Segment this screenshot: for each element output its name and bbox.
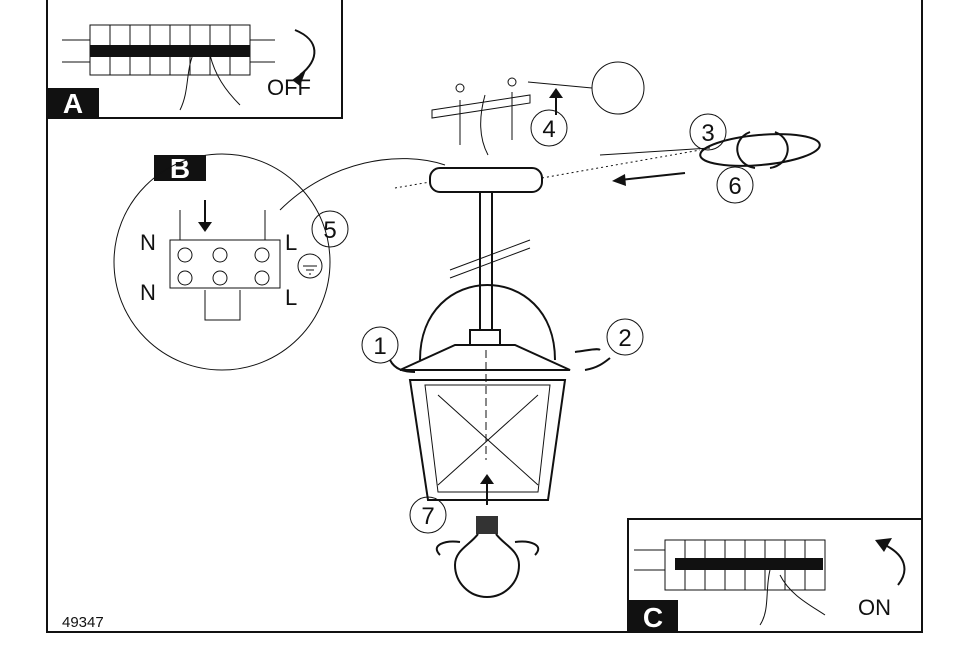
light-bulb	[435, 516, 540, 598]
panel-c: C ON	[627, 518, 923, 633]
turn-on-arrow-icon	[884, 544, 906, 586]
on-label: ON	[858, 595, 891, 620]
off-label: OFF	[267, 75, 311, 100]
up-arrow-icon	[549, 88, 563, 98]
bulb-insert-arrow-icon	[480, 474, 494, 484]
lantern	[399, 284, 571, 501]
ground-icon	[297, 253, 323, 279]
terminal-block-detail	[113, 153, 331, 371]
terminal-l-top: L	[285, 230, 297, 255]
model-number: 49347	[62, 614, 104, 631]
step-numbers: 1 2 3 4 5 6 7	[311, 109, 754, 534]
arrow-1-icon	[389, 359, 416, 373]
arrow-2-icon	[574, 348, 611, 371]
terminal-n-top: N	[140, 230, 156, 255]
panel-a-badge: A	[63, 88, 83, 119]
panel-b: B N L N L	[113, 153, 446, 371]
mounting-bracket	[431, 77, 531, 156]
step-2: 2	[618, 325, 631, 352]
circuit-breaker-on	[634, 539, 826, 626]
wall-plug-detail	[591, 61, 645, 115]
outer-frame	[46, 0, 923, 633]
left-arrow-icon	[612, 174, 626, 186]
step-7: 7	[421, 503, 434, 530]
step-6: 6	[728, 173, 741, 200]
panel-c-badge: C	[643, 602, 663, 633]
terminal-n-bottom: N	[140, 280, 156, 305]
ceiling-canopy	[429, 167, 543, 193]
step-5: 5	[323, 217, 336, 244]
circuit-breaker-off	[62, 24, 275, 111]
panel-a: A OFF	[46, 0, 343, 119]
screwdriver-icon	[599, 131, 821, 169]
terminal-block	[169, 210, 281, 321]
panel-b-badge: B	[170, 153, 190, 184]
terminal-l-bottom: L	[285, 285, 297, 310]
turn-off-arrow-icon	[294, 29, 316, 76]
step-1: 1	[373, 333, 386, 360]
step-3: 3	[701, 120, 714, 147]
step-4: 4	[542, 116, 555, 143]
